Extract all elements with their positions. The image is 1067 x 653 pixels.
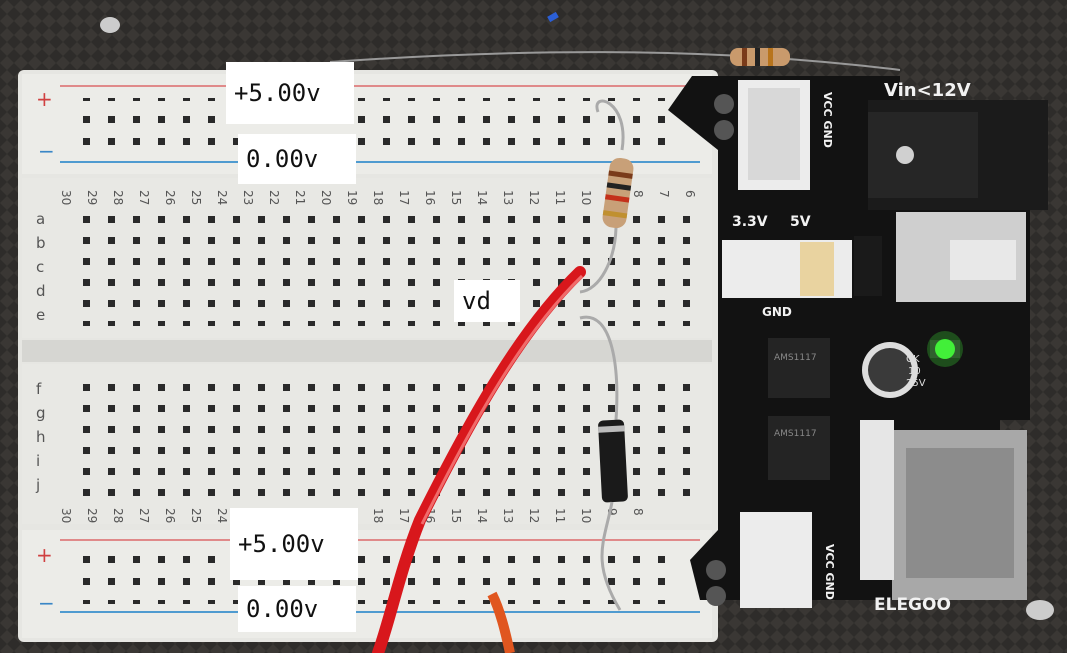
svg-text:25V: 25V xyxy=(906,378,926,389)
bottom-rail-plus: + xyxy=(36,543,53,567)
column-number: 25 xyxy=(189,508,203,523)
column-number: 24 xyxy=(215,508,229,523)
column-numbers-top: 30 29 28 27 26 25 24 23 22 21 20 19 18 17 16 15 14 13 12 11… xyxy=(59,190,697,205)
top-rail-minus: − xyxy=(38,139,55,163)
bottom-rail-ground-label: 0.00v xyxy=(238,586,356,632)
column-number: 10 xyxy=(579,190,593,205)
top-rail-plus: + xyxy=(36,87,53,111)
column-number: 25 xyxy=(189,190,203,205)
column-number: 26 xyxy=(163,190,177,205)
row-letter: c xyxy=(36,258,44,276)
column-number: 18 xyxy=(371,508,385,523)
column-number: 8 xyxy=(631,190,645,198)
voltage-5v-label: 5V xyxy=(790,214,811,230)
orange-wire xyxy=(487,591,515,653)
svg-text:CK: CK xyxy=(906,354,920,365)
column-number: 9 xyxy=(605,508,619,516)
column-number: 13 xyxy=(501,190,515,205)
column-number: 27 xyxy=(137,190,151,205)
jumper-gnd-label: GND xyxy=(762,305,792,319)
column-number: 20 xyxy=(319,190,333,205)
column-number: 15 xyxy=(449,508,463,523)
column-number: 19 xyxy=(345,190,359,205)
column-number: 30 xyxy=(59,190,73,205)
top-resistor xyxy=(730,48,790,66)
column-number: 10 xyxy=(579,508,593,523)
column-number: 23 xyxy=(241,190,255,205)
row-letter: b xyxy=(36,234,46,252)
vcc-gnd-top-label: VCC GND xyxy=(821,92,834,148)
diode-node-label: vd xyxy=(454,280,520,322)
vin-label: Vin<12V xyxy=(884,80,971,101)
column-number: 28 xyxy=(111,508,125,523)
column-number: 12 xyxy=(527,508,541,523)
row-letter: i xyxy=(36,452,40,470)
svg-text:AMS1117: AMS1117 xyxy=(774,429,817,439)
top-rail-ground-label: 0.00v xyxy=(238,134,356,184)
svg-text:AMS1117: AMS1117 xyxy=(774,353,817,363)
column-number: 12 xyxy=(527,190,541,205)
diode xyxy=(598,419,628,503)
column-number: 26 xyxy=(163,508,177,523)
column-number: 14 xyxy=(475,508,489,523)
column-number: 17 xyxy=(397,508,411,523)
row-letter: h xyxy=(36,428,46,446)
column-number: 16 xyxy=(423,190,437,205)
column-number: 24 xyxy=(215,190,229,205)
bottom-rail-minus: − xyxy=(38,591,55,615)
column-number: 6 xyxy=(683,190,697,198)
column-number: 21 xyxy=(293,190,307,205)
column-number: 18 xyxy=(371,190,385,205)
column-number: 11 xyxy=(553,508,567,523)
column-number: 29 xyxy=(85,508,99,523)
power-supply-module: CK 10 25V AMS1117 AMS1117 xyxy=(668,76,1048,608)
column-number: 28 xyxy=(111,190,125,205)
row-letter: d xyxy=(36,282,46,300)
column-number: 30 xyxy=(59,508,73,523)
column-number: 22 xyxy=(267,190,281,205)
svg-text:10: 10 xyxy=(908,366,921,377)
row-letter: j xyxy=(35,476,40,494)
row-letter: e xyxy=(36,306,45,324)
column-number: 11 xyxy=(553,190,567,205)
brand-logo: ELEGOO xyxy=(874,595,951,615)
column-number: 17 xyxy=(397,190,411,205)
red-wire xyxy=(372,266,586,653)
column-number: 8 xyxy=(631,508,645,516)
bottom-rail-voltage-label: +5.00v xyxy=(230,508,358,580)
voltage-3v3-label: 3.3V xyxy=(732,214,768,230)
column-number: 29 xyxy=(85,190,99,205)
resistor xyxy=(602,157,634,229)
row-letter: g xyxy=(36,404,46,422)
column-number: 15 xyxy=(449,190,463,205)
row-letter: f xyxy=(36,380,42,398)
column-number: 13 xyxy=(501,508,515,523)
vcc-gnd-bottom-label: VCC GND xyxy=(823,544,836,600)
column-number: 14 xyxy=(475,190,489,205)
top-rail-voltage-label: +5.00v xyxy=(226,62,354,124)
row-letter: a xyxy=(36,210,45,228)
column-number: 7 xyxy=(657,190,671,198)
column-number: 27 xyxy=(137,508,151,523)
